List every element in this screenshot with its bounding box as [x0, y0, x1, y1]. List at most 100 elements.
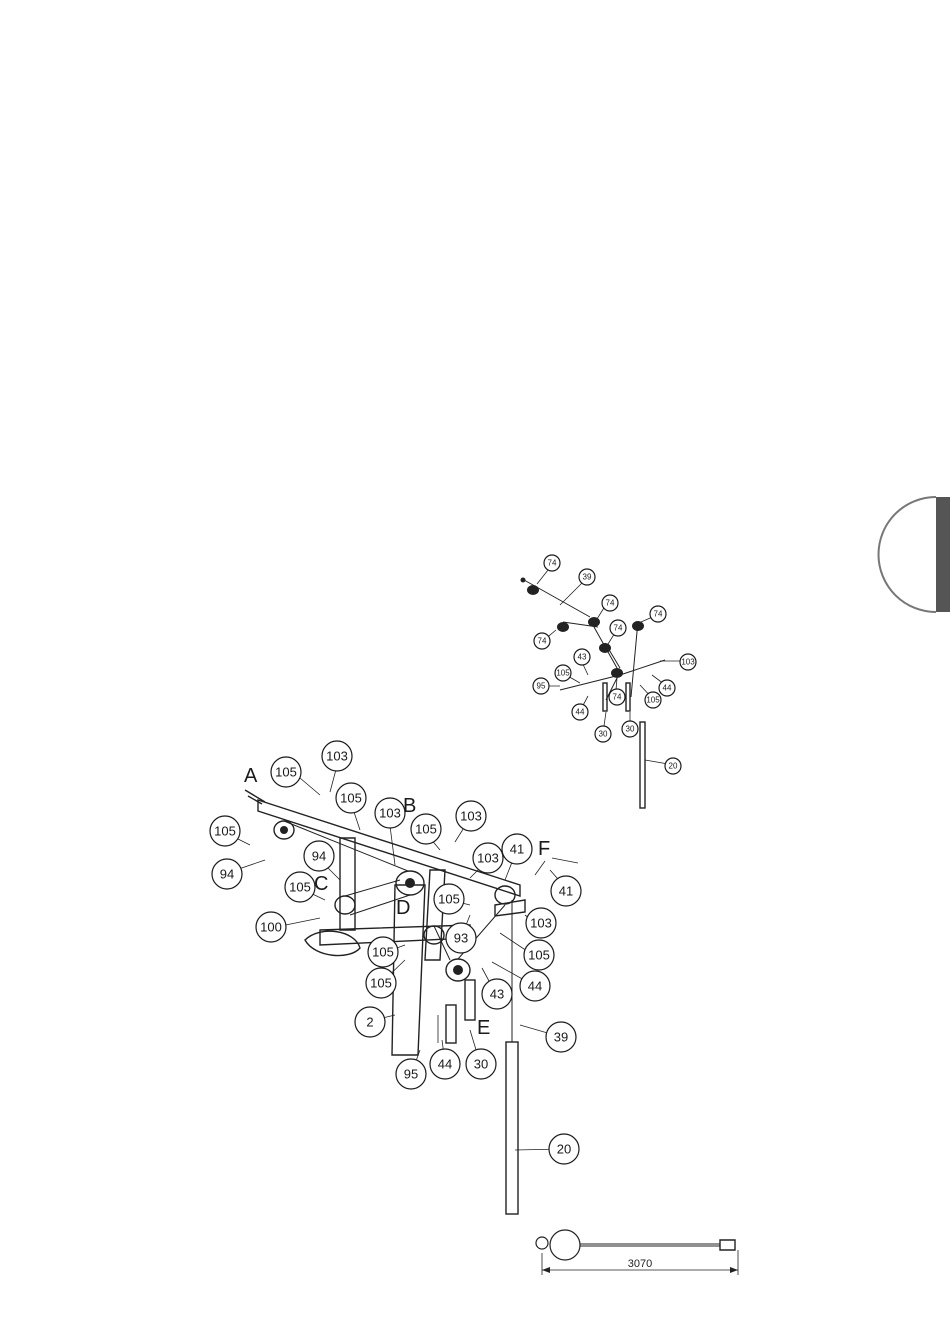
part-number: 39: [554, 1030, 568, 1045]
part-number: 95: [537, 682, 546, 691]
section-tab-bar: [936, 497, 950, 612]
part-callout-74: 74: [534, 633, 550, 649]
part-number: 94: [312, 849, 326, 864]
part-number: 105: [415, 822, 437, 837]
part-callout-44: 44: [520, 971, 550, 1001]
part-callout-100: 100: [256, 912, 286, 942]
part-callout-30: 30: [466, 1049, 496, 1079]
part-number: 94: [220, 867, 234, 882]
part-number: 103: [530, 916, 552, 931]
main-frame-assembly: A B C D E F 105 103 105 103 105 103 105 …: [210, 741, 581, 1214]
part-number: 100: [260, 920, 282, 935]
part-number: 74: [606, 599, 615, 608]
part-callout-30: 30: [595, 726, 611, 742]
part-callout-74: 74: [610, 620, 626, 636]
part-number: 74: [614, 624, 623, 633]
letter-e: E: [477, 1017, 490, 1039]
part-number: 105: [275, 765, 297, 780]
part-callout-94: 94: [212, 859, 242, 889]
part-callout-43: 43: [482, 979, 512, 1009]
part-number: 105: [340, 791, 362, 806]
part-number: 2: [366, 1015, 373, 1030]
part-callout-103: 103: [526, 908, 556, 938]
part-callout-39: 39: [546, 1022, 576, 1052]
part-callout-105: 105: [411, 814, 441, 844]
part-callout-105: 105: [434, 884, 464, 914]
part-callout-105: 105: [336, 783, 366, 813]
part-number: 41: [510, 842, 524, 857]
part-callout-74: 74: [609, 689, 625, 705]
part-number: 103: [379, 806, 401, 821]
part-callout-43: 43: [574, 649, 590, 665]
part-callout-20: 20: [665, 758, 681, 774]
part-callout-74: 74: [544, 555, 560, 571]
part-callout-103: 103: [680, 654, 696, 670]
part-callout-105: 105: [271, 757, 301, 787]
part-callout-95: 95: [396, 1059, 426, 1089]
part-callout-105: 105: [366, 968, 396, 998]
part-callout-74: 74: [650, 606, 666, 622]
cable-dimension-detail: 3070: [536, 1230, 738, 1275]
part-number: 44: [438, 1057, 452, 1072]
cable-routing-overview: 74 39 74 74 74 74 103 105 43 95 44 74 44…: [521, 555, 697, 808]
part-number: 95: [404, 1067, 418, 1082]
part-number: 105: [214, 824, 236, 839]
part-callout-30: 30: [622, 721, 638, 737]
part-callout-105: 105: [210, 816, 240, 846]
part-callout-105: 105: [645, 692, 661, 708]
part-number: 74: [538, 637, 547, 646]
part-number: 74: [548, 559, 557, 568]
part-callout-103: 103: [456, 801, 486, 831]
part-number: 74: [613, 693, 622, 702]
part-callout-41: 41: [502, 834, 532, 864]
part-number: 105: [289, 880, 311, 895]
part-callout-20: 20: [549, 1134, 579, 1164]
cable-length-dimension: 3070: [628, 1258, 652, 1270]
part-callout-44: 44: [430, 1049, 460, 1079]
part-number: 30: [474, 1057, 488, 1072]
part-callout-39: 39: [579, 569, 595, 585]
part-number: 105: [438, 892, 460, 907]
part-number: 105: [528, 948, 550, 963]
part-callout-2: 2: [355, 1007, 385, 1037]
part-number: 44: [576, 708, 585, 717]
part-number: 93: [454, 931, 468, 946]
part-callout-105: 105: [285, 872, 315, 902]
part-callout-94: 94: [304, 841, 334, 871]
letter-f: F: [538, 838, 550, 860]
part-callout-105: 105: [368, 937, 398, 967]
part-number: 105: [646, 696, 660, 705]
part-number: 20: [557, 1142, 571, 1157]
part-callout-74: 74: [602, 595, 618, 611]
letter-c: C: [314, 873, 328, 895]
part-number: 105: [556, 669, 570, 678]
letter-d: D: [396, 897, 410, 919]
part-number: 30: [599, 730, 608, 739]
part-number: 44: [528, 979, 542, 994]
part-number: 43: [578, 653, 587, 662]
part-number: 39: [583, 573, 592, 582]
part-number: 103: [681, 658, 695, 667]
part-number: 103: [477, 851, 499, 866]
part-callout-44: 44: [572, 704, 588, 720]
part-callout-105: 105: [524, 940, 554, 970]
part-number: 105: [370, 976, 392, 991]
part-callout-93: 93: [446, 923, 476, 953]
part-callout-103: 103: [375, 798, 405, 828]
part-callout-44: 44: [659, 680, 675, 696]
part-number: 20: [669, 762, 678, 771]
section-tab: [878, 497, 950, 612]
part-number: 44: [663, 684, 672, 693]
part-callout-95: 95: [533, 678, 549, 694]
part-number: 103: [326, 749, 348, 764]
part-callout-103: 103: [322, 741, 352, 771]
part-number: 105: [372, 945, 394, 960]
part-number: 41: [559, 884, 573, 899]
part-number: 30: [626, 725, 635, 734]
part-number: 74: [654, 610, 663, 619]
part-number: 43: [490, 987, 504, 1002]
letter-a: A: [244, 765, 258, 787]
part-callout-103: 103: [473, 843, 503, 873]
